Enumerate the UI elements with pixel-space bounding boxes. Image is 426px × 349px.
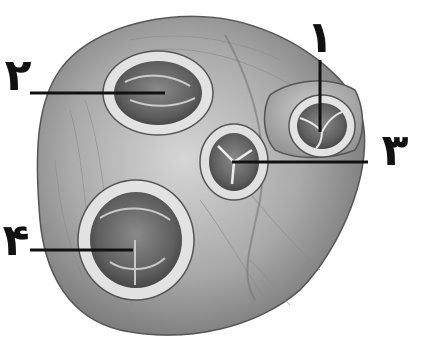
tricuspid-valve <box>78 180 194 300</box>
label-3: ۳ <box>382 125 409 176</box>
label-2: ۲ <box>5 50 32 101</box>
label-4: ۴ <box>3 215 30 266</box>
label-1: ۱ <box>307 12 334 63</box>
heart-body <box>37 16 364 335</box>
pulmonary-trunk <box>265 81 363 158</box>
